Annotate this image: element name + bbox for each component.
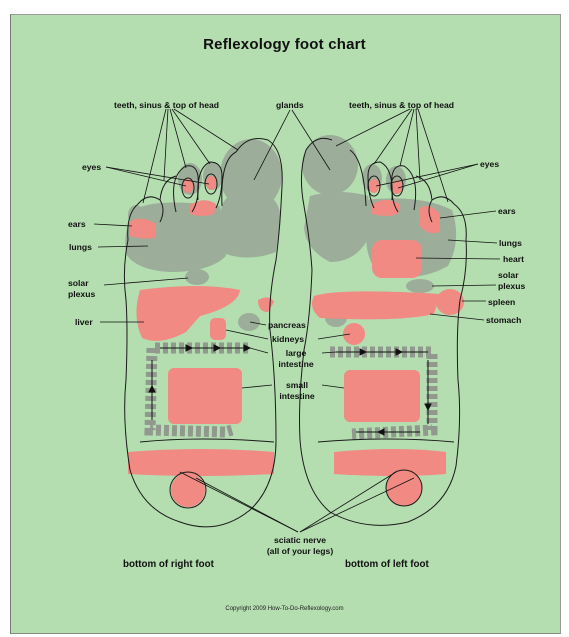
left-solar-plexus-zone (406, 279, 434, 293)
leader-teeth-left-2 (164, 109, 168, 180)
left-toe5-outline (416, 176, 432, 200)
leader-small-int-right (322, 385, 344, 388)
copyright-text: Copyright 2009 How-To-Do-Reflexology.com (0, 606, 569, 612)
leader-teeth-right-4 (416, 109, 420, 180)
label-heart: heart (503, 254, 524, 264)
left-kidney-zone (343, 323, 365, 345)
label-eyes-left: eyes (82, 162, 101, 172)
left-stomach-zone (312, 291, 440, 319)
label-glands: glands (276, 100, 304, 110)
right-glands-zone (219, 192, 281, 258)
label-large-intestine-2: intestine (270, 359, 322, 369)
label-lungs-left: lungs (69, 242, 92, 252)
left-heart-zone (372, 240, 422, 278)
leader-small-int-left (242, 385, 272, 388)
label-eyes-right: eyes (480, 159, 499, 169)
right-gallbladder-zone (258, 297, 274, 312)
right-heel-zone (128, 449, 274, 476)
label-large-intestine-1: large (270, 348, 322, 358)
label-kidneys: kidneys (272, 334, 304, 344)
leader-teeth-right-5 (418, 109, 448, 202)
label-solar-right-2: plexus (498, 281, 525, 291)
right-kidney-zone (210, 318, 226, 340)
leader-sciatic-3 (300, 472, 396, 532)
left-foot (300, 135, 467, 525)
left-heel-line (318, 439, 454, 442)
leader-teeth-left-5 (174, 109, 238, 150)
leader-solar-left (104, 278, 188, 285)
label-pancreas: pancreas (268, 320, 306, 330)
label-liver: liver (75, 317, 93, 327)
left-glands-zone (304, 192, 372, 262)
label-solar-right-1: solar (498, 270, 519, 280)
right-heel-line (140, 439, 274, 442)
label-teeth-right: teeth, sinus & top of head (349, 100, 454, 110)
label-left-foot: bottom of left foot (345, 559, 429, 570)
label-ears-left: ears (68, 219, 86, 229)
leader-ears-left (94, 224, 132, 226)
right-sciatic-zone (171, 473, 205, 507)
label-spleen: spleen (488, 297, 515, 307)
right-foot (124, 139, 282, 527)
left-small-intestine-zone (344, 370, 420, 422)
leader-stomach (430, 314, 484, 320)
right-solar-plexus-zone (185, 269, 209, 285)
label-sciatic-1: sciatic nerve (250, 535, 350, 545)
label-small-intestine-1: small (272, 380, 322, 390)
left-heel-zone (334, 449, 446, 476)
label-sciatic-2: (all of your legs) (250, 546, 350, 556)
leader-solar-right (432, 285, 496, 286)
label-stomach: stomach (486, 315, 521, 325)
leader-sciatic-2 (196, 478, 298, 532)
leader-eyes-right-2 (398, 164, 478, 188)
right-pancreas-zone (238, 313, 260, 331)
label-solar-left-1: solar (68, 278, 89, 288)
label-solar-left-2: plexus (68, 289, 95, 299)
right-small-intestine-zone (168, 368, 242, 424)
right-eye-2 (206, 176, 216, 190)
leader-kidneys-left (226, 330, 268, 339)
leader-large-int-left (250, 348, 268, 353)
leader-teeth-right-3 (400, 109, 414, 166)
label-lungs-right: lungs (499, 238, 522, 248)
label-small-intestine-2: intestine (272, 391, 322, 401)
label-right-foot: bottom of right foot (123, 559, 214, 570)
label-teeth-left: teeth, sinus & top of head (114, 100, 219, 110)
label-ears-right: ears (498, 206, 516, 216)
